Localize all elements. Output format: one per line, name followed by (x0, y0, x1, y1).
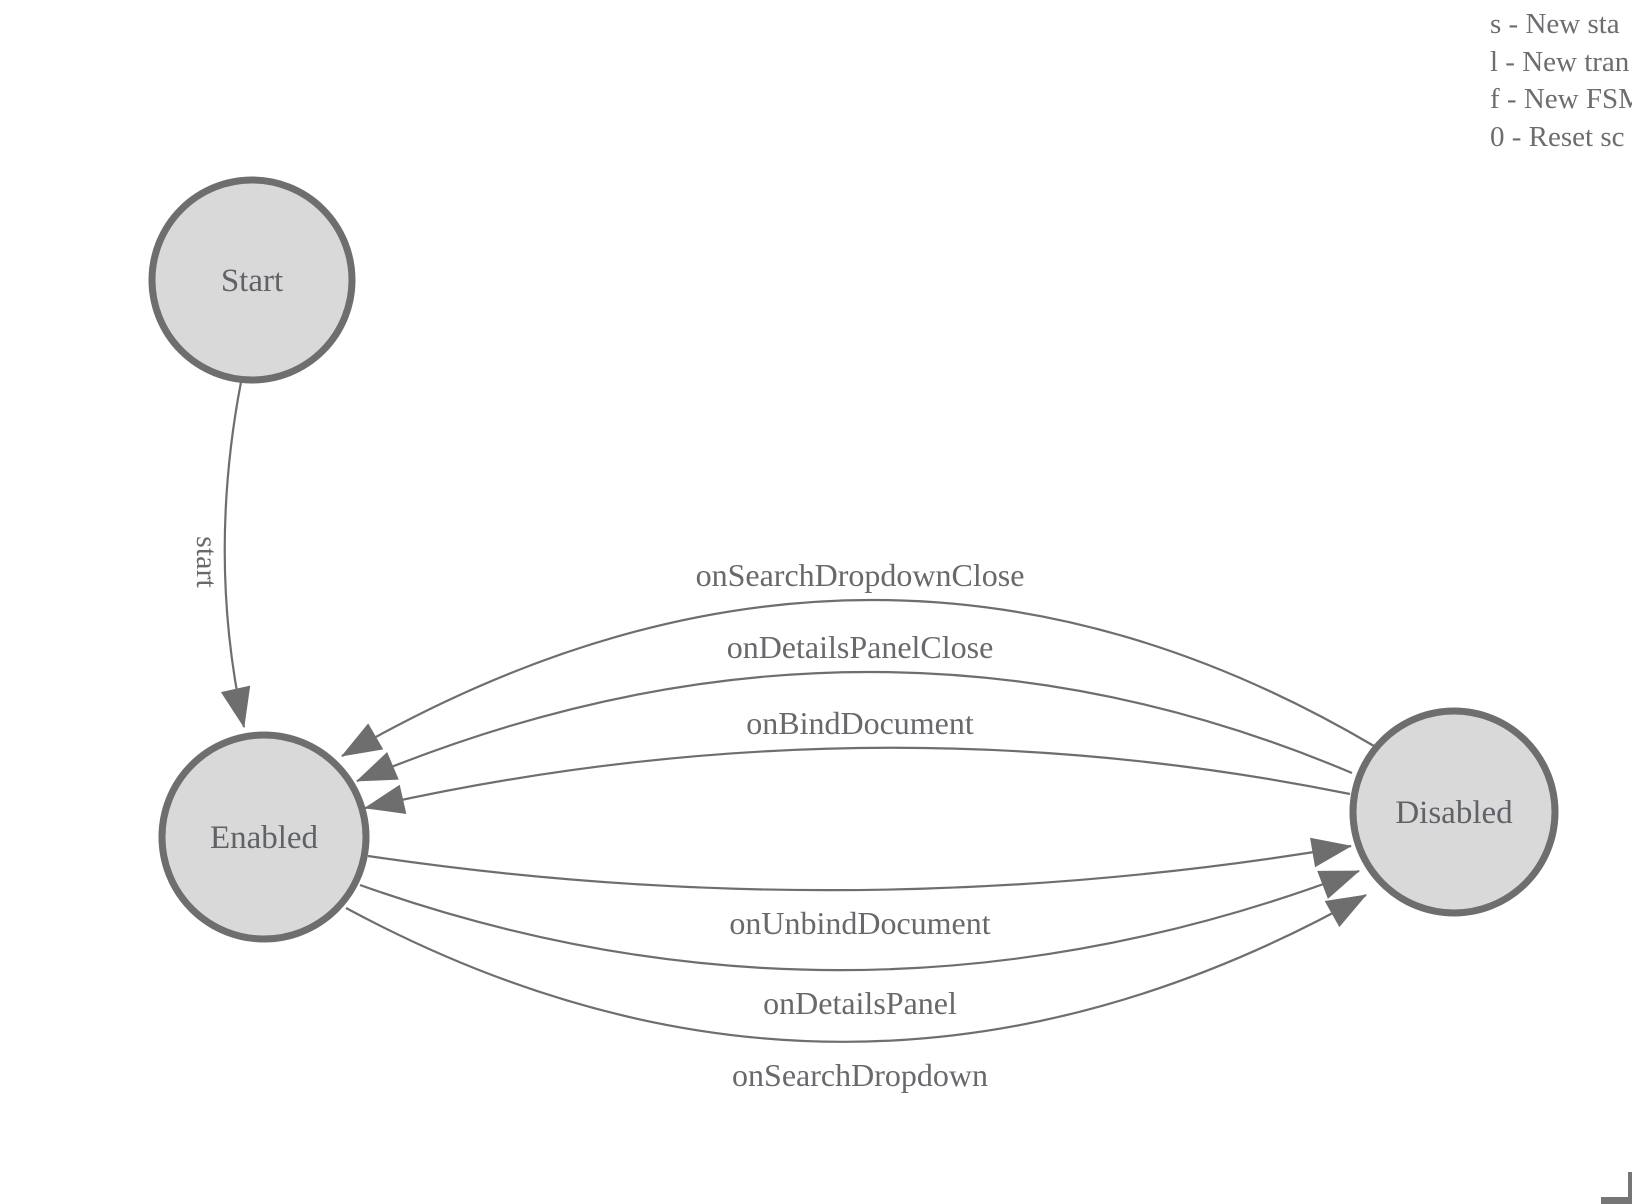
corner-panel-edge (1601, 1172, 1632, 1204)
state-node-start[interactable] (148, 176, 356, 384)
edge-onDetailsPanel[interactable] (359, 869, 1360, 972)
legend-line-new-transition: l - New tran (1490, 45, 1630, 78)
corner-panel-vertical-bar (1628, 1172, 1632, 1204)
edge-label-onBindDocument: onBindDocument (746, 705, 974, 741)
edge-onSearchDropdown[interactable] (345, 894, 1367, 1043)
edge-start[interactable] (220, 381, 251, 728)
edge-onDetailsPanelClose[interactable] (356, 670, 1353, 783)
hotkey-legend: s - New sta l - New tran f - New FSM 0 -… (1490, 6, 1632, 156)
edge-label-onSearchDropdown: onSearchDropdown (732, 1057, 988, 1093)
edge-label-onSearchDropdownClose: onSearchDropdownClose (696, 557, 1025, 593)
state-label-disabled: Disabled (1395, 795, 1513, 831)
edge-onBindDocument[interactable] (364, 746, 1351, 814)
state-node-disabled[interactable] (1349, 707, 1559, 917)
edge-label-onDetailsPanelClose: onDetailsPanelClose (727, 629, 994, 665)
state-node-enabled[interactable] (158, 731, 370, 943)
edge-onUnbindDocument[interactable] (367, 837, 1352, 892)
edge-label-onUnbindDocument: onUnbindDocument (729, 905, 990, 941)
state-label-start: Start (221, 263, 283, 299)
state-label-enabled: Enabled (210, 820, 319, 856)
edge-label-start: start (190, 536, 223, 588)
legend-line-new-fsm: f - New FSM (1490, 83, 1632, 115)
legend-line-new-state: s - New sta (1490, 8, 1620, 40)
legend-line-reset-scale: 0 - Reset sc (1490, 120, 1625, 153)
edge-label-onDetailsPanel: onDetailsPanel (763, 985, 957, 1021)
edge-onSearchDropdownClose[interactable] (341, 598, 1375, 757)
corner-panel-horizontal-bar (1601, 1197, 1632, 1204)
